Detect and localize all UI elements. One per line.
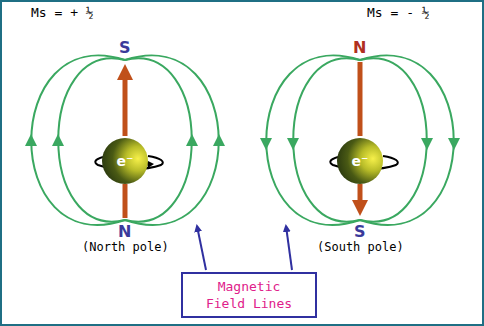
- caption-box: Magnetic Field Lines: [181, 272, 317, 318]
- electron-sphere: e⁻: [337, 138, 383, 184]
- spin-quantum-number: Ms = - ½: [367, 5, 430, 20]
- pole-letter: S: [354, 222, 366, 241]
- spin-quantum-number: Ms = + ½: [31, 5, 94, 20]
- field-arrowheads: [25, 134, 460, 150]
- pole-letter: N: [353, 38, 366, 57]
- pointer-arrow: [197, 226, 206, 270]
- rotation-heads: [146, 160, 348, 168]
- electron-symbol: e⁻: [117, 153, 134, 169]
- pole-letter: N: [118, 222, 131, 241]
- field-lines: [31, 56, 454, 225]
- pole-caption: (North pole): [82, 240, 169, 254]
- caption-text: Magnetic Field Lines: [201, 278, 297, 312]
- pole-letter: S: [119, 38, 131, 57]
- spin-axis: [125, 62, 360, 218]
- electron-symbol: e⁻: [352, 153, 369, 169]
- electron-sphere: e⁻: [102, 138, 148, 184]
- pole-caption: (South pole): [317, 240, 404, 254]
- pointer-arrow: [286, 226, 292, 270]
- spin-arrowheads: [117, 64, 368, 216]
